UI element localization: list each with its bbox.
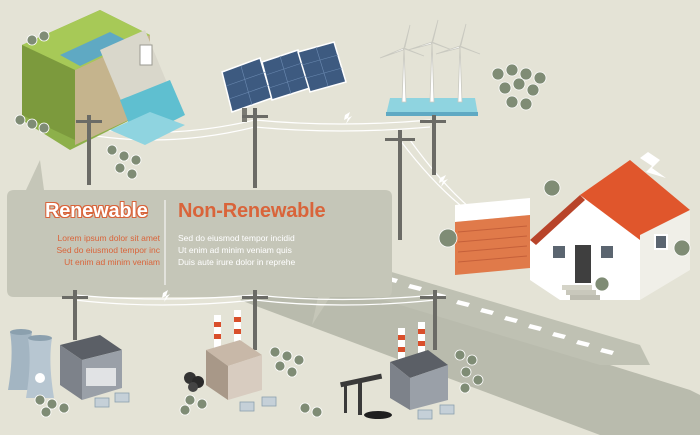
battery-box <box>94 392 455 420</box>
utility-pole-icon <box>62 108 446 350</box>
hydro-dam-icon <box>22 10 185 150</box>
non-renewable-title: Non-Renewable <box>178 200 326 222</box>
non-renewable-line: Duis aute irure dolor in reprehe <box>178 257 296 267</box>
power-lines <box>74 119 471 306</box>
coal-plant-icon <box>184 310 262 400</box>
house-icon <box>455 160 690 300</box>
oil-refinery-icon <box>390 322 448 410</box>
info-panel <box>7 160 392 325</box>
renewable-line: Sed do eiusmod tempor inc <box>56 245 160 255</box>
electric-spark-icon <box>162 112 448 302</box>
nuclear-plant-icon <box>8 329 122 400</box>
renewable-line: Lorem ipsum dolor sit amet <box>57 233 160 243</box>
non-renewable-line: Ut enim ad minim veniam quis <box>178 245 292 255</box>
renewable-title: Renewable <box>45 200 148 222</box>
non-renewable-text: Sed do eiusmod tempor incidid Ut enim ad… <box>178 232 338 268</box>
non-renewable-line: Sed do eiusmod tempor incidid <box>178 233 295 243</box>
pump-jack-icon <box>340 373 392 419</box>
renewable-text: Lorem ipsum dolor sit amet Sed do eiusmo… <box>40 232 160 268</box>
solar-panel-icon <box>221 41 347 122</box>
lightning-icon <box>640 152 666 178</box>
tree-icon <box>14 30 691 418</box>
wind-turbine-icon <box>379 19 481 116</box>
renewable-line: Ut enim ad minim veniam <box>64 257 160 267</box>
